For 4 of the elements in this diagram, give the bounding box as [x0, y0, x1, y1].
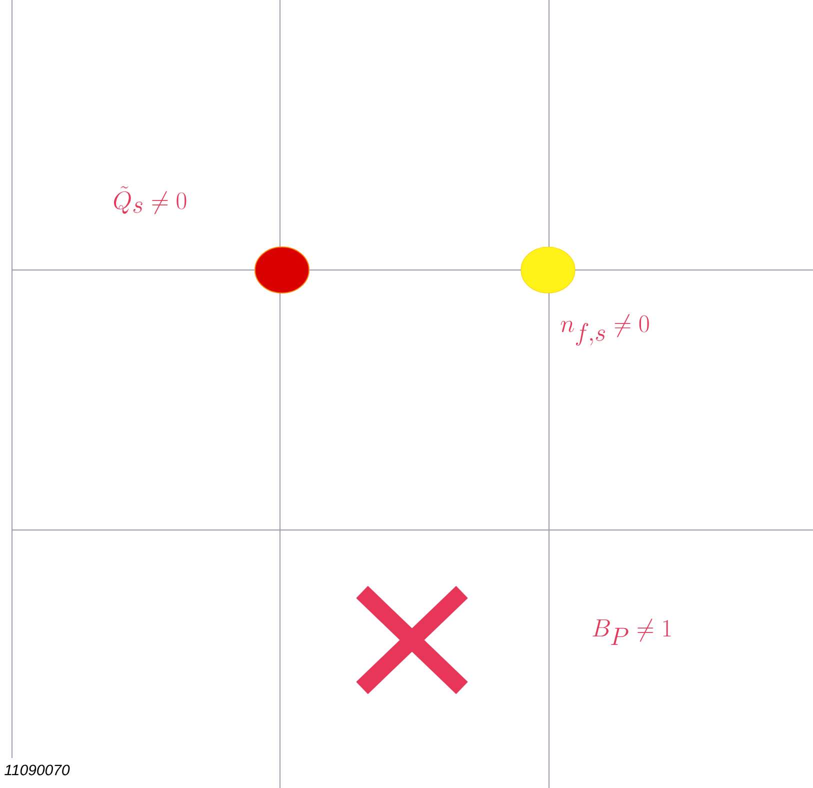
formula: $n_{f,s} \neq 0$	[560, 314, 649, 346]
formula: $B_P \neq 1$	[592, 618, 671, 645]
formula: $\tilde{Q}_s \neq 0$	[114, 186, 186, 214]
image-id: 11090070	[4, 764, 70, 776]
